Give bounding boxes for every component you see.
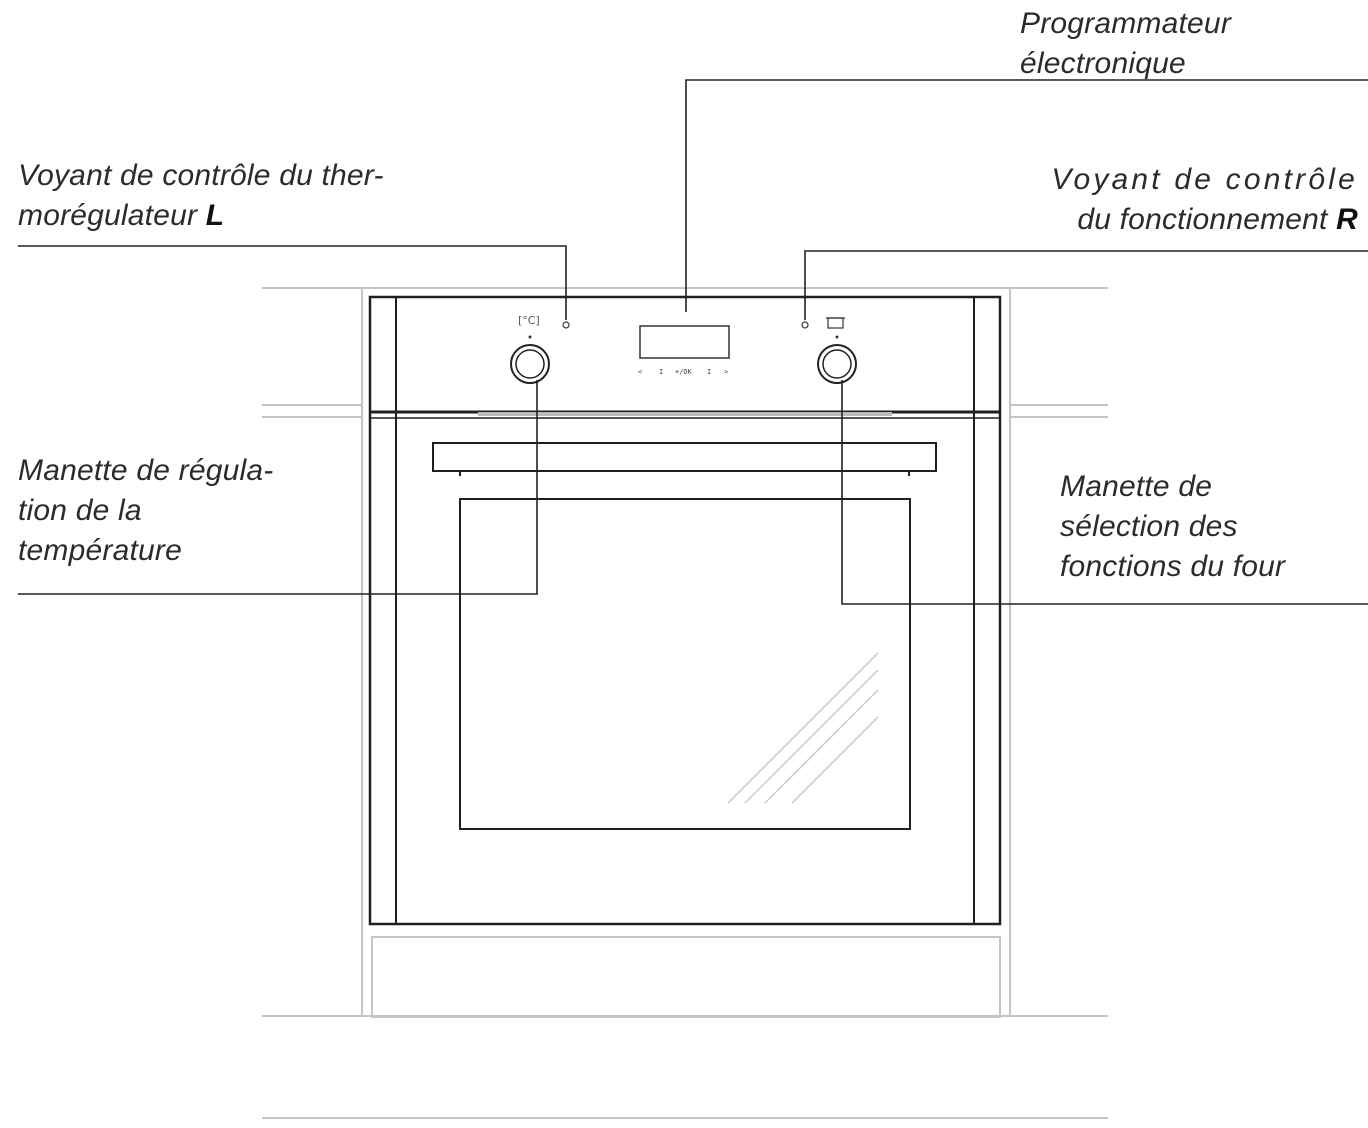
- leader-voyant-r: [804, 250, 1368, 320]
- programmer-button-ok[interactable]: +/OK: [675, 368, 692, 376]
- label-programmateur-line2: électronique: [1020, 47, 1186, 80]
- label-manette-temperature-line2: tion de la: [18, 494, 142, 527]
- label-programmateur-line1: Programmateur: [1020, 7, 1232, 40]
- label-voyant-thermoregulateur: Voyant de contrôle du ther- morégulateur…: [18, 156, 384, 236]
- label-voyant-r-line1: Voyant de contrôle: [1051, 163, 1358, 196]
- indicator-light-r: [801, 321, 809, 329]
- label-voyant-l-line1: Voyant de contrôle du ther-: [18, 159, 384, 192]
- oven: [368, 295, 1002, 926]
- programmer-button-plus[interactable]: I: [707, 368, 712, 376]
- programmer-display: [639, 325, 730, 359]
- indicator-light-l: [562, 321, 570, 329]
- leader-manette-temperature: [18, 380, 538, 595]
- label-manette-fonctions: Manette de sélection des fonctions du fo…: [1060, 467, 1285, 587]
- label-manette-fonctions-line3: fonctions du four: [1060, 550, 1286, 583]
- programmer-buttons: < I +/OK I >: [635, 368, 735, 380]
- leader-lines: [18, 79, 1368, 605]
- programmer-button-left[interactable]: <: [638, 368, 643, 376]
- temperature-symbol: [°C]: [518, 314, 540, 327]
- cabinet: [262, 287, 1108, 1119]
- label-manette-fonctions-line1: Manette de: [1060, 470, 1213, 503]
- label-manette-temperature-line1: Manette de régula-: [18, 454, 274, 487]
- label-voyant-l-line2: morégulateur L: [18, 196, 384, 236]
- label-manette-temperature: Manette de régula- tion de la températur…: [18, 451, 273, 571]
- label-programmateur: Programmateur électronique: [1020, 4, 1231, 84]
- programmer-button-minus[interactable]: I: [659, 368, 664, 376]
- drawer-panel: [371, 936, 1001, 1018]
- programmer-button-right[interactable]: >: [724, 368, 729, 376]
- label-voyant-r-letter: R: [1336, 203, 1358, 236]
- glass-reflection: [727, 652, 879, 804]
- door-window: [459, 498, 911, 830]
- label-manette-temperature-line3: température: [18, 534, 182, 567]
- label-voyant-l-text: morégulateur: [18, 199, 206, 232]
- leader-voyant-l: [18, 245, 567, 320]
- label-manette-fonctions-line2: sélection des: [1060, 510, 1238, 543]
- label-voyant-l-letter: L: [205, 199, 225, 232]
- door-handle: [432, 442, 937, 472]
- label-voyant-r-text: du fonctionnement: [1077, 203, 1337, 236]
- leader-programmateur: [685, 79, 1368, 312]
- function-selector-knob[interactable]: [817, 335, 857, 384]
- oven-function-icon: [826, 317, 845, 329]
- leader-manette-fonctions: [841, 380, 1368, 605]
- label-voyant-fonctionnement: Voyant de contrôle du fonctionnement R: [1051, 160, 1358, 240]
- temperature-knob[interactable]: [510, 335, 550, 384]
- oven-frame: [368, 295, 1002, 926]
- label-voyant-r-line2: du fonctionnement R: [1051, 200, 1358, 240]
